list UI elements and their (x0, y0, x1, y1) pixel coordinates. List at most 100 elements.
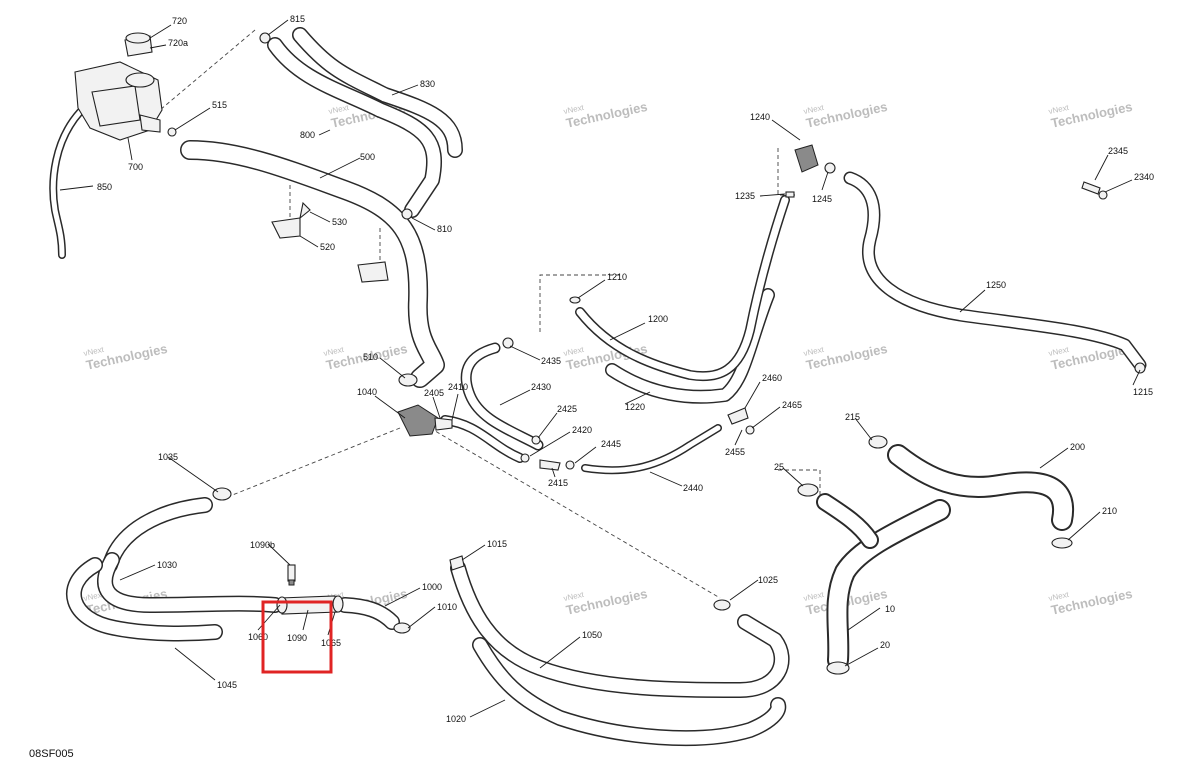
callout-1000[interactable]: 1000 (422, 582, 442, 592)
clamp-1215 (1134, 362, 1146, 374)
callout-200[interactable]: 200 (1070, 442, 1085, 452)
callout-515[interactable]: 515 (212, 100, 227, 110)
hose-500 (180, 140, 445, 388)
leader-lines (59, 19, 1141, 718)
svg-text:vNext: vNext (803, 345, 826, 358)
callout-1020[interactable]: 1020 (446, 714, 466, 724)
callout-510[interactable]: 510 (363, 352, 378, 362)
callout-labels: 720 720a 700 515 850 815 830 800 810 500… (97, 14, 1154, 724)
callout-2435[interactable]: 2435 (541, 356, 561, 366)
hose-200 (887, 444, 1075, 531)
callout-1035[interactable]: 1035 (158, 452, 178, 462)
callout-850[interactable]: 850 (97, 182, 112, 192)
watermark: vNext Technologies (803, 341, 889, 373)
hose-10 (816, 493, 951, 671)
callout-2445[interactable]: 2445 (601, 439, 621, 449)
callout-520[interactable]: 520 (320, 242, 335, 252)
callout-2440[interactable]: 2440 (683, 483, 703, 493)
watermark: vNext Technologies (803, 99, 889, 131)
callout-2425[interactable]: 2425 (557, 404, 577, 414)
hose-1000 (337, 597, 400, 630)
bracket-520b (357, 261, 389, 283)
callout-1215[interactable]: 1215 (1133, 387, 1153, 397)
watermark: vNext Technologies (83, 341, 169, 373)
hose-1050 (450, 560, 790, 698)
callout-2345[interactable]: 2345 (1108, 146, 1128, 156)
callout-1090[interactable]: 1090 (287, 633, 307, 643)
callout-1050[interactable]: 1050 (582, 630, 602, 640)
svg-text:vNext: vNext (803, 590, 826, 603)
callout-1245[interactable]: 1245 (812, 194, 832, 204)
callout-1250[interactable]: 1250 (986, 280, 1006, 290)
callout-215[interactable]: 215 (845, 412, 860, 422)
callout-25[interactable]: 25 (774, 462, 784, 472)
clamp-210 (1051, 537, 1073, 549)
callout-1220[interactable]: 1220 (625, 402, 645, 412)
callout-20[interactable]: 20 (880, 640, 890, 650)
callout-700[interactable]: 700 (128, 162, 143, 172)
callout-1040[interactable]: 1040 (357, 387, 377, 397)
callout-1030[interactable]: 1030 (157, 560, 177, 570)
clamp-1010 (393, 622, 411, 634)
clamp-815 (259, 32, 271, 44)
callout-1090b[interactable]: 1090b (250, 540, 275, 550)
callout-500[interactable]: 500 (360, 152, 375, 162)
hose-2430 (460, 342, 544, 451)
callout-1010[interactable]: 1010 (437, 602, 457, 612)
callout-830[interactable]: 830 (420, 79, 435, 89)
fitting-2460 (727, 407, 755, 435)
clamp-810 (401, 208, 413, 220)
callout-800[interactable]: 800 (300, 130, 315, 140)
callout-2410[interactable]: 2410 (448, 382, 468, 392)
callout-210[interactable]: 210 (1102, 506, 1117, 516)
fitting-1240 (794, 144, 836, 174)
callout-530[interactable]: 530 (332, 217, 347, 227)
callout-2340[interactable]: 2340 (1134, 172, 1154, 182)
hose-850 (49, 108, 84, 259)
tee-fitting-1090 (276, 595, 344, 615)
bracket-520 (271, 217, 301, 239)
callout-810[interactable]: 810 (437, 224, 452, 234)
callout-720[interactable]: 720 (172, 16, 187, 26)
clamp-1015 (449, 555, 465, 571)
clamp-515 (167, 127, 177, 137)
callout-815[interactable]: 815 (290, 14, 305, 24)
callout-1015[interactable]: 1015 (487, 539, 507, 549)
callout-10[interactable]: 10 (885, 604, 895, 614)
svg-text:vNext: vNext (323, 345, 346, 358)
svg-text:vNext: vNext (1048, 103, 1071, 116)
callout-1025[interactable]: 1025 (758, 575, 778, 585)
callout-720a[interactable]: 720a (168, 38, 188, 48)
hose-1045 (66, 557, 223, 642)
thermostat-housing-1040 (397, 404, 453, 437)
watermarks: vNext Technologies vNext Technologies vN… (83, 99, 1134, 618)
clamp-1035 (212, 487, 232, 501)
highlight-box-1090 (261, 600, 333, 674)
hose-1220 (605, 288, 775, 404)
callout-2405[interactable]: 2405 (424, 388, 444, 398)
hose-1035 (102, 497, 213, 573)
assembly-lines (159, 29, 821, 599)
clamp-2420 (520, 453, 530, 463)
callout-1200[interactable]: 1200 (648, 314, 668, 324)
callout-1235[interactable]: 1235 (735, 191, 755, 201)
callout-1060[interactable]: 1060 (248, 632, 268, 642)
callout-2455[interactable]: 2455 (725, 447, 745, 457)
callout-1045[interactable]: 1045 (217, 680, 237, 690)
callout-1240[interactable]: 1240 (750, 112, 770, 122)
callout-2460[interactable]: 2460 (762, 373, 782, 383)
bleeder-2345 (1081, 181, 1108, 200)
svg-text:vNext: vNext (563, 590, 586, 603)
clamp-1235 (785, 191, 795, 198)
svg-text:vNext: vNext (1048, 590, 1071, 603)
diagram-reference-code: 08SF005 (29, 748, 74, 760)
callout-2415[interactable]: 2415 (548, 478, 568, 488)
callout-2420[interactable]: 2420 (572, 425, 592, 435)
clamp-1210 (569, 296, 581, 304)
callout-2430[interactable]: 2430 (531, 382, 551, 392)
bolt-530 (299, 201, 311, 220)
callout-2465[interactable]: 2465 (782, 400, 802, 410)
tee-2415 (539, 459, 561, 471)
callout-1210[interactable]: 1210 (607, 272, 627, 282)
